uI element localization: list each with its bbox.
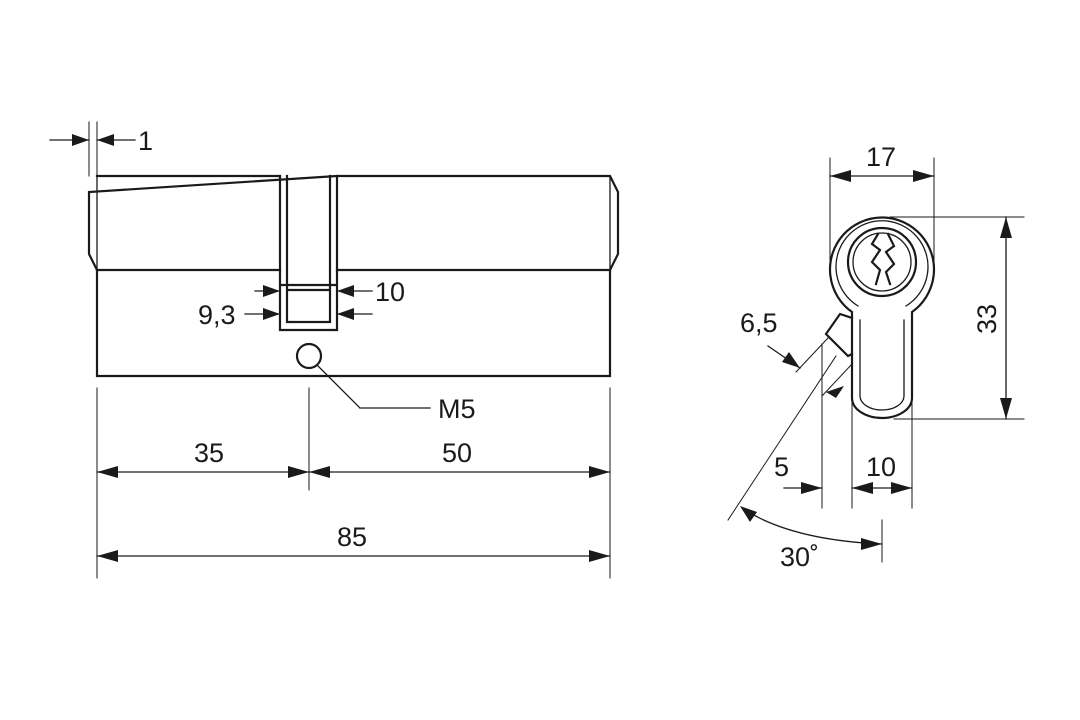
extension-line bbox=[795, 337, 829, 373]
profile-width-label: 17 bbox=[866, 142, 896, 172]
side-view: M5 1 10 9,3 35 50 bbox=[49, 121, 620, 579]
cam bbox=[824, 312, 854, 358]
lip-label: 1 bbox=[138, 126, 153, 156]
cam-slot bbox=[278, 174, 339, 332]
arrow-head bbox=[861, 538, 882, 550]
arrow-head bbox=[97, 550, 118, 562]
arrow-head bbox=[288, 466, 309, 478]
arrow-head bbox=[801, 482, 822, 494]
keyway-icon bbox=[870, 232, 896, 286]
arrow-head bbox=[1000, 217, 1012, 238]
slot-width-label: 10 bbox=[375, 277, 405, 307]
arrow-head bbox=[826, 386, 844, 398]
cam-angle-label: 30˚ bbox=[780, 542, 819, 572]
arrow-head bbox=[740, 506, 757, 522]
arrow-head bbox=[97, 134, 114, 146]
screw-leader bbox=[316, 364, 361, 409]
cylinder-body-outline bbox=[87, 174, 620, 378]
arrow-head bbox=[891, 482, 912, 494]
screw-label: M5 bbox=[438, 394, 476, 424]
arrow-head bbox=[309, 466, 330, 478]
profile-outline bbox=[828, 216, 936, 420]
screw-hole bbox=[295, 342, 323, 370]
angle-leg bbox=[727, 355, 837, 521]
length-b-label: 50 bbox=[442, 438, 472, 468]
slot-inner-label: 9,3 bbox=[198, 300, 236, 330]
plug-circle bbox=[846, 226, 918, 298]
length-a-label: 35 bbox=[194, 438, 224, 468]
lower-width-label: 10 bbox=[866, 452, 896, 482]
arrow-head bbox=[97, 466, 118, 478]
arrow-head bbox=[263, 308, 280, 320]
arrow-head bbox=[589, 466, 610, 478]
plug-inner-circle bbox=[852, 232, 912, 292]
arrow-head bbox=[852, 482, 873, 494]
arrow-head bbox=[72, 134, 89, 146]
arrow-head bbox=[830, 170, 851, 182]
arrow-head bbox=[337, 285, 354, 297]
length-total-label: 85 bbox=[337, 522, 367, 552]
arrow-head bbox=[782, 352, 800, 368]
extension-line bbox=[821, 363, 853, 397]
arrow-head bbox=[1000, 398, 1012, 419]
arrow-head bbox=[337, 308, 354, 320]
cam-offset-label: 5 bbox=[774, 452, 789, 482]
cam-thickness-label: 6,5 bbox=[740, 308, 778, 338]
arrow-head bbox=[913, 170, 934, 182]
arrow-head bbox=[263, 285, 280, 297]
profile-view: 17 33 6,5 5 10 30˚ bbox=[727, 142, 1025, 572]
lobe-inner-line bbox=[859, 319, 905, 411]
arrow-head bbox=[589, 550, 610, 562]
profile-height-label: 33 bbox=[972, 304, 1002, 334]
profile-inner-outline bbox=[835, 220, 929, 307]
